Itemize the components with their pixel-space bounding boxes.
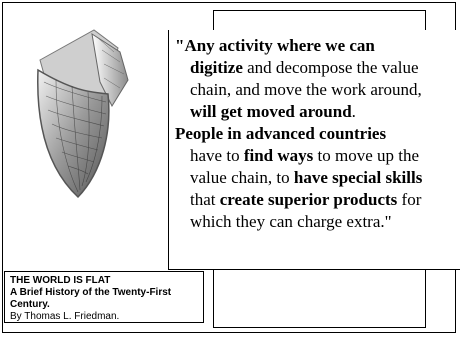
quote-line-3: chain, and move the work around, [190, 80, 422, 99]
peeling-leaf-icon [37, 29, 129, 199]
quote-line-1: "Any activity where we can [175, 36, 375, 55]
quote-line-7: value chain, to have special skills [190, 168, 423, 187]
quote-text: "Any activity where we can digitize and … [175, 35, 460, 233]
quote-line-5: People in advanced countries [175, 124, 387, 143]
quote-line-6: have to find ways to move up the [190, 146, 420, 165]
quote-line-8: that create superior products for [190, 190, 422, 209]
book-author: By Thomas L. Friedman. [10, 311, 120, 322]
quote-line-9: which they can charge extra." [190, 212, 392, 231]
quote-line-2: digitize and decompose the value [190, 58, 419, 77]
book-title: THE WORLD IS FLAT [10, 275, 111, 286]
book-subtitle: A Brief History of the Twenty-First Cent… [10, 287, 172, 310]
quote-panel: "Any activity where we can digitize and … [168, 30, 460, 270]
quote-line-4: will get moved around. [190, 102, 356, 121]
book-caption: THE WORLD IS FLAT A Brief History of the… [4, 271, 204, 323]
